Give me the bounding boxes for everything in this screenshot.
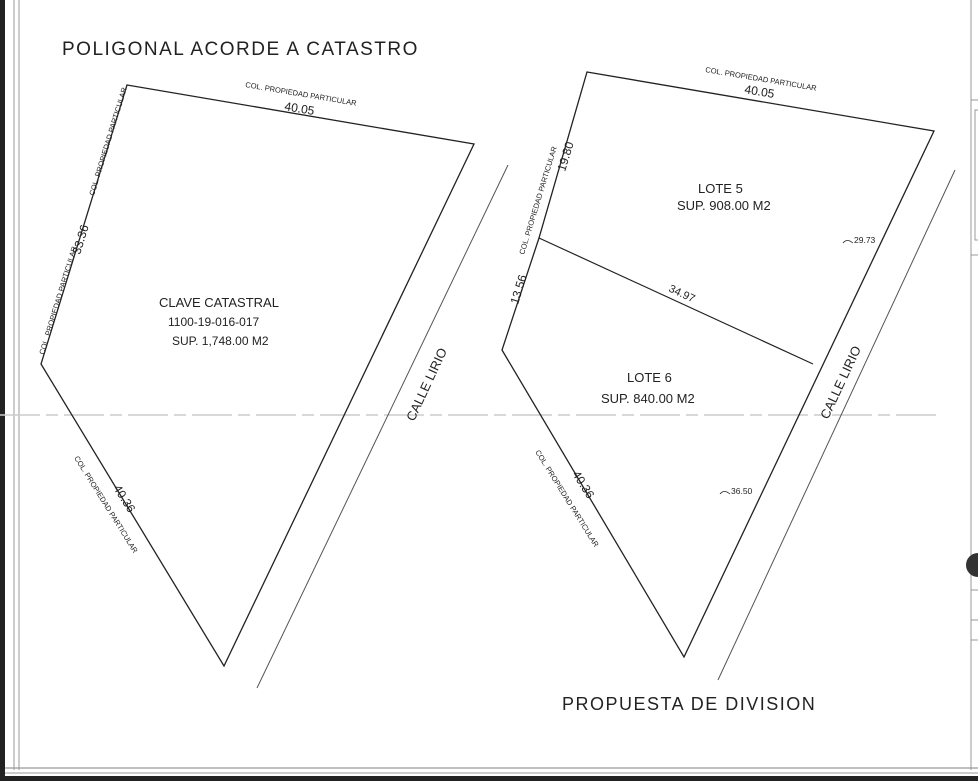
lot-6-label: LOTE 6	[627, 370, 672, 385]
parcel-key: 1100-19-016-017	[168, 315, 260, 329]
street-name: CALLE LIRIO	[403, 346, 450, 424]
length-top: 40.05	[283, 99, 315, 118]
parcel-label: CLAVE CATASTRAL	[159, 295, 279, 310]
lot-5-area: SUP. 908.00 M2	[677, 198, 771, 213]
boundary-label-left-lower: COL. PROPIEDAD PARTICULAR	[37, 245, 79, 356]
length-top: 40.05	[743, 82, 775, 101]
length-divider: 34.97	[667, 283, 697, 306]
length-right-upper: 29.73	[854, 235, 876, 245]
right-plan-title: PROPUESTA DE DIVISION	[562, 694, 816, 714]
lot-divider-line	[538, 237, 814, 365]
length-right-lower: 36.50	[731, 486, 753, 496]
street-edge-line	[717, 169, 956, 681]
street-edge-line	[256, 164, 509, 689]
street-name: CALLE LIRIO	[817, 344, 864, 422]
length-bottom: 40.36	[569, 468, 597, 501]
division-polygon	[501, 71, 935, 659]
left-plan-title: POLIGONAL ACORDE A CATASTRO	[62, 39, 419, 60]
arc-icon	[842, 240, 854, 244]
length-left-upper: 19.80	[554, 140, 576, 173]
length-left-lower: 13.56	[507, 273, 529, 306]
boundary-label-left-upper: COL. PROPIEDAD PARTICULAR	[87, 86, 129, 197]
parcel-area: SUP. 1,748.00 M2	[172, 334, 269, 348]
lot-5-label: LOTE 5	[698, 181, 743, 196]
arc-icon	[719, 491, 731, 495]
lot-6-area: SUP. 840.00 M2	[601, 391, 695, 406]
cadastral-polygon	[40, 84, 475, 668]
